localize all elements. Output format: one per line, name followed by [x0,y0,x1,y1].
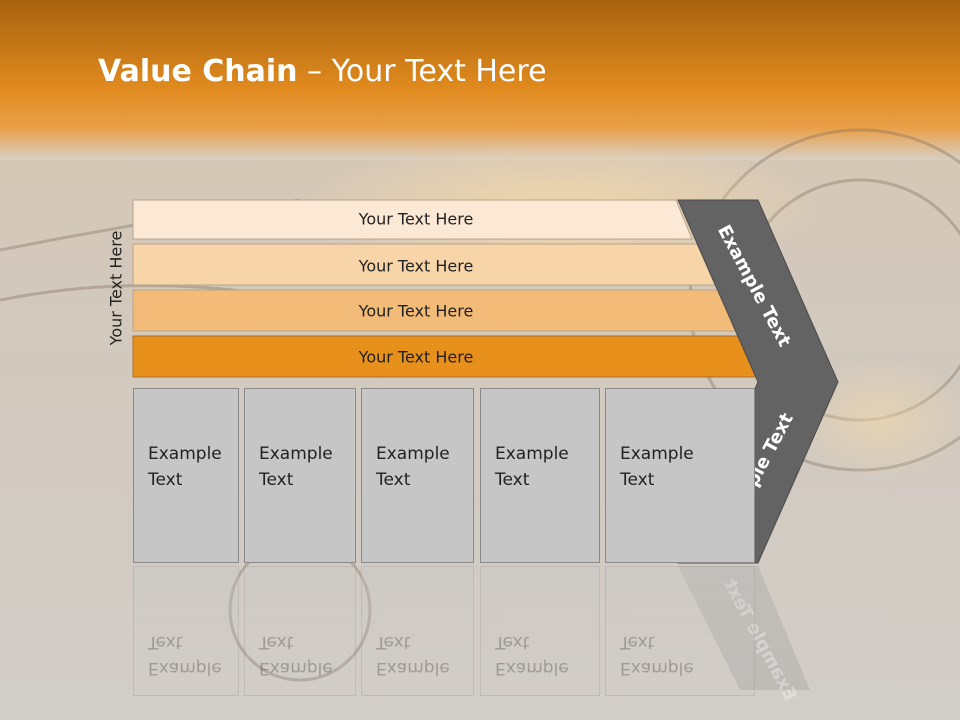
title-rest: – Your Text Here [297,54,547,89]
row-label-1: Your Text Here [358,209,474,229]
row-label-3: Your Text Here [358,301,474,321]
row-label-2: Your Text Here [358,256,474,276]
chevron-shape [677,199,839,564]
chevron-reflection [678,566,810,690]
row-label-4: Your Text Here [358,347,474,367]
title-bold: Value Chain [98,54,298,89]
row-bar-1 [132,199,693,240]
slide-title: Value Chain – Your Text Here [98,54,547,89]
